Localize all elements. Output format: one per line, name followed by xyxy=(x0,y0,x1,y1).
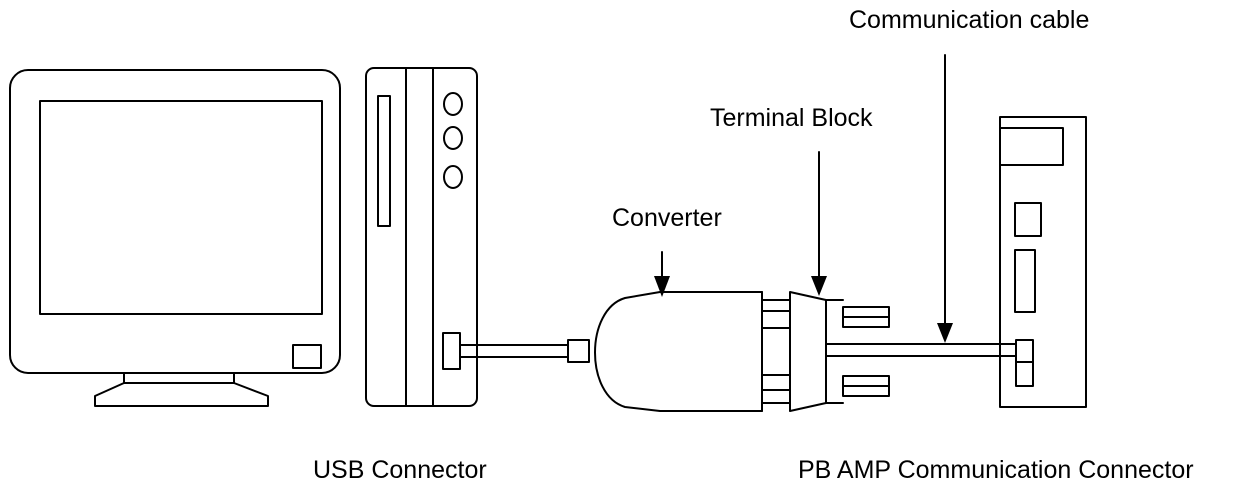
tower-drive-slot xyxy=(378,96,390,226)
converter-arrow xyxy=(654,252,670,297)
usb-cable xyxy=(460,340,589,362)
terminal-block-arrow xyxy=(811,152,827,296)
monitor-screen xyxy=(40,101,322,314)
monitor-neck xyxy=(124,373,234,383)
amp-body xyxy=(1000,117,1086,407)
monitor-power-button xyxy=(293,345,321,368)
communication-cable-label: Communication cable xyxy=(849,6,1090,34)
connector-pins xyxy=(762,300,790,403)
pb-amp-icon xyxy=(1000,117,1086,407)
usb-connector-label: USB Connector xyxy=(313,456,487,484)
terminal-block-body xyxy=(790,292,826,411)
usb-port xyxy=(443,333,460,369)
terminal-block-icon xyxy=(790,292,889,411)
usb-plug xyxy=(568,340,589,362)
tower-button-2 xyxy=(444,127,462,149)
converter-icon xyxy=(595,292,762,411)
pb-amp-connector-label: PB AMP Communication Connector xyxy=(798,456,1194,484)
amp-comm-connector-upper xyxy=(1016,340,1033,362)
amp-comm-connector-lower xyxy=(1016,362,1033,386)
converter-label: Converter xyxy=(612,204,722,232)
amp-slot xyxy=(1015,250,1035,312)
amp-indicator xyxy=(1015,203,1041,236)
terminal-upper-screw-1 xyxy=(843,307,889,317)
monitor-stand-base xyxy=(95,383,268,406)
monitor-bezel xyxy=(10,70,340,373)
communication-cable xyxy=(826,344,1016,356)
terminal-block-label: Terminal Block xyxy=(710,104,873,132)
pc-tower-icon xyxy=(366,68,477,406)
terminal-upper-screw-2 xyxy=(843,317,889,327)
monitor-icon xyxy=(10,70,340,406)
tower-body xyxy=(366,68,477,406)
communication-cable-arrow xyxy=(937,55,953,343)
tower-button-1 xyxy=(444,93,462,115)
terminal-lower-screw-2 xyxy=(843,386,889,396)
amp-top-module xyxy=(1000,128,1063,165)
converter-body xyxy=(595,292,762,411)
terminal-lower-screw-1 xyxy=(843,376,889,386)
tower-button-3 xyxy=(444,166,462,188)
